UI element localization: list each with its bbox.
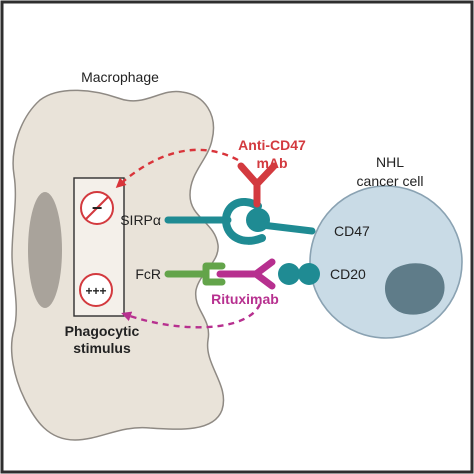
mab-label: mAb xyxy=(256,155,287,171)
anti-cd47-label: Anti-CD47 xyxy=(238,137,306,153)
macrophage-label: Macrophage xyxy=(81,69,159,85)
inhibitory-signal-icon xyxy=(80,191,114,225)
cd20-molecule xyxy=(278,263,320,285)
activating-signal-arrow xyxy=(121,303,262,329)
activating-signal-icon xyxy=(79,273,113,307)
sirpa-label: SIRPα xyxy=(120,212,161,228)
minus-signal-text: − xyxy=(92,198,103,218)
fcr-label: FcR xyxy=(135,266,161,282)
cd47-label: CD47 xyxy=(334,223,370,239)
sirpa-receptor-cup xyxy=(221,198,266,245)
cancer-cell-nucleus xyxy=(384,263,445,315)
cd20-label: CD20 xyxy=(330,266,366,282)
rituximab-label: Rituximab xyxy=(211,291,279,307)
inhibitory-signal-arrow xyxy=(115,148,239,189)
stimulus-label: stimulus xyxy=(73,340,131,356)
phagocytic-label: Phagocytic xyxy=(65,323,140,339)
fcr-receptor-fork xyxy=(202,262,226,286)
nhl-cancer-cell xyxy=(309,185,463,339)
rituximab-antibody xyxy=(216,258,276,290)
cd47-stalk xyxy=(258,221,316,235)
plus-signal-text: +++ xyxy=(85,284,106,298)
anti-cd47-antibody xyxy=(237,162,278,208)
cancer-cell-label: cancer cell xyxy=(357,173,424,189)
macrophage-nucleus xyxy=(28,192,62,308)
nhl-label: NHL xyxy=(376,154,404,170)
